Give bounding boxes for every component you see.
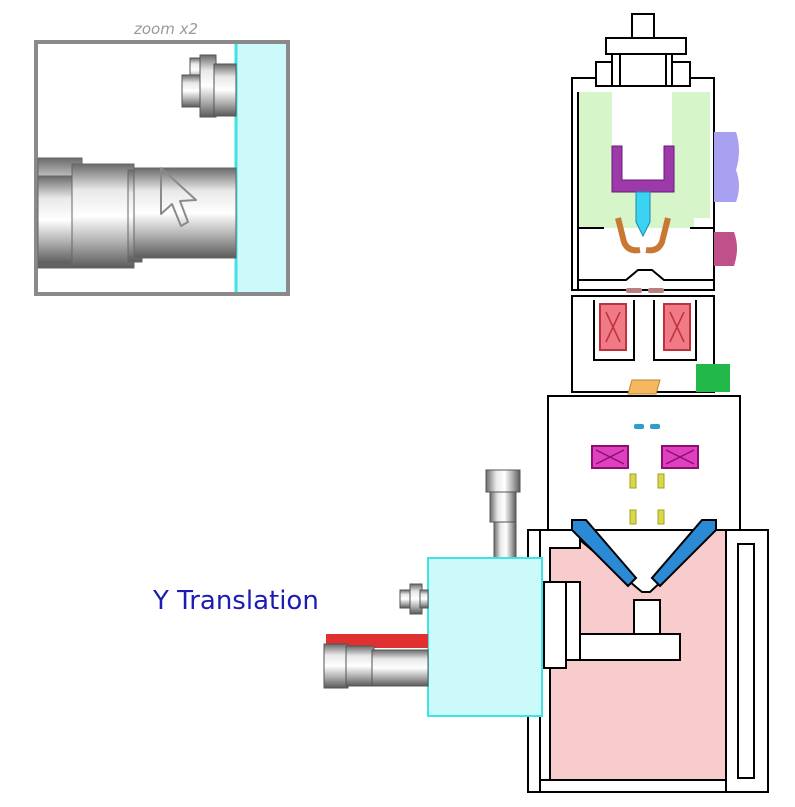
y-micrometer[interactable]	[323, 634, 429, 689]
pole-piece-left	[571, 519, 638, 588]
y-translation-stage	[323, 469, 543, 717]
beam-blanker-right	[650, 424, 660, 429]
condenser-aperture-right	[648, 288, 664, 293]
zoom-label: zoom x2	[133, 20, 199, 38]
coil-cross-right	[669, 311, 685, 343]
top-micrometer	[485, 469, 521, 559]
red-rod	[326, 634, 428, 648]
filament	[635, 191, 651, 238]
objective-aperture	[627, 379, 661, 395]
sample-holder	[633, 599, 661, 635]
y-translation-label: Y Translation	[153, 586, 319, 616]
condenser-aperture-left	[626, 288, 642, 293]
chamber-floor	[539, 779, 727, 793]
zoom-micrometer	[37, 157, 237, 269]
stage-slider	[543, 581, 567, 669]
chamber-right-inner	[737, 543, 755, 779]
translation-block[interactable]	[427, 557, 543, 717]
side-screw	[399, 583, 429, 615]
condenser-inner	[593, 300, 697, 361]
port-violet	[714, 132, 739, 202]
stigmator-coils	[629, 473, 665, 525]
electron-column	[526, 13, 769, 793]
stage-arm	[565, 581, 581, 661]
cursor-arrow-icon	[160, 167, 197, 227]
obj-cross-left	[595, 449, 625, 465]
port-mauve	[714, 232, 737, 266]
zoom-stage-block	[236, 44, 286, 292]
beam-blanker-left	[634, 424, 644, 429]
gun-vacuum-region	[578, 92, 710, 228]
zoom-inset	[34, 40, 290, 296]
coil-cross-left	[605, 311, 621, 343]
anode	[615, 217, 671, 254]
condenser-coil-right	[663, 303, 691, 351]
objective-housing	[547, 395, 741, 531]
sample-platform	[579, 633, 681, 661]
gun-lower	[577, 228, 715, 290]
wehnelt	[611, 145, 675, 193]
obj-cross-right	[665, 449, 695, 465]
zoom-small-screw	[181, 54, 237, 118]
pole-piece-right	[650, 519, 717, 588]
gate-valve	[696, 364, 730, 392]
